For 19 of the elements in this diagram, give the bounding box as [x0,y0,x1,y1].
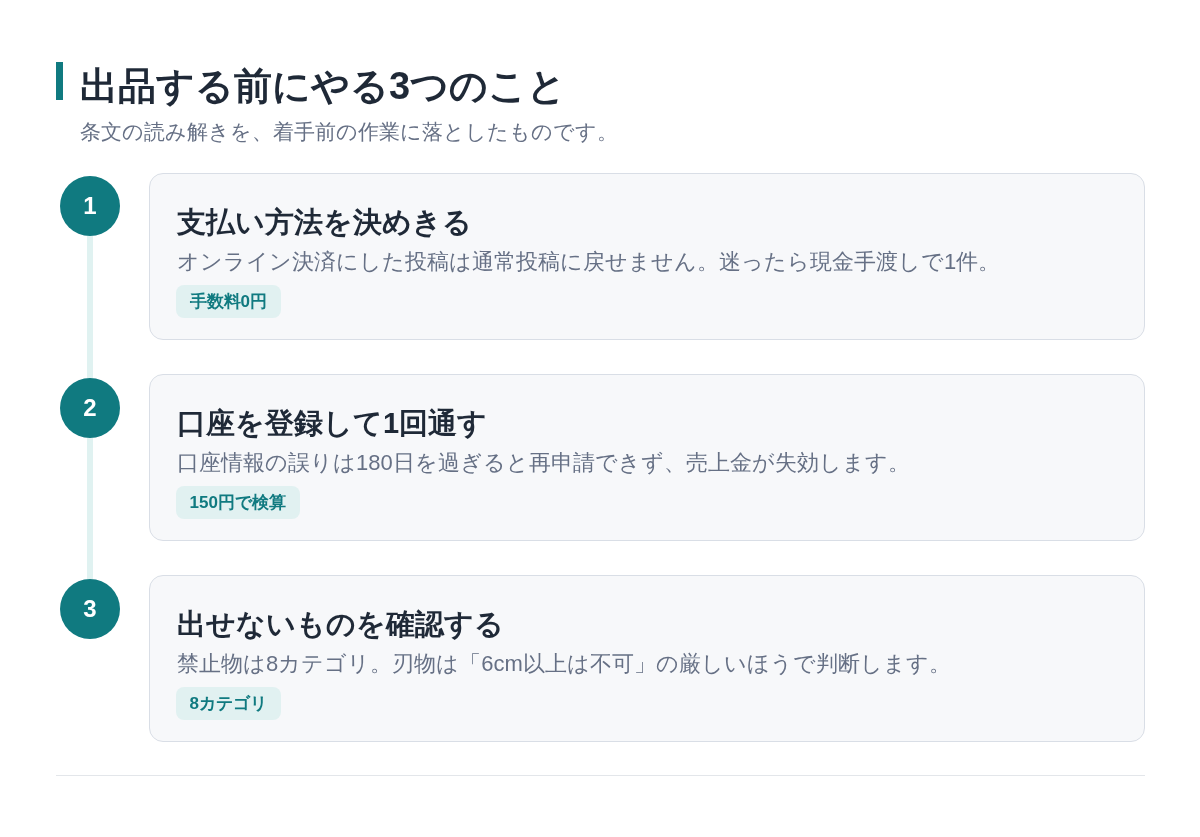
connector-line [87,438,93,579]
tag-badge: 8カテゴリ [175,686,281,720]
connector-line [87,236,93,378]
step-description: 口座情報の誤りは180日を過ぎると再申請できず、売上金が失効します。 [177,449,910,477]
tag-badge: 150円で検算 [175,485,300,519]
step-number-circle: 3 [60,579,120,639]
step-description: オンライン決済にした投稿は通常投稿に戻せません。迷ったら現金手渡しで1件。 [177,248,1001,276]
step-heading: 口座を登録して1回通す [177,406,488,441]
step-heading: 支払い方法を決めきる [177,205,472,240]
step-heading: 出せないものを確認する [177,607,504,642]
title: 出品する前にやる3つのこと [80,64,567,109]
step-card [149,374,1145,541]
tag-badge: 手数料0円 [175,284,281,318]
step-card [149,575,1145,742]
subtitle: 条文の読み解きを、着手前の作業に落としたものです。 [80,119,618,145]
step-card [149,173,1145,340]
step-number-circle: 1 [60,176,120,236]
step-description: 禁止物は8カテゴリ。刃物は「6cm以上は不可」の厳しいほうで判断します。 [177,650,951,678]
step-number-circle: 2 [60,378,120,438]
